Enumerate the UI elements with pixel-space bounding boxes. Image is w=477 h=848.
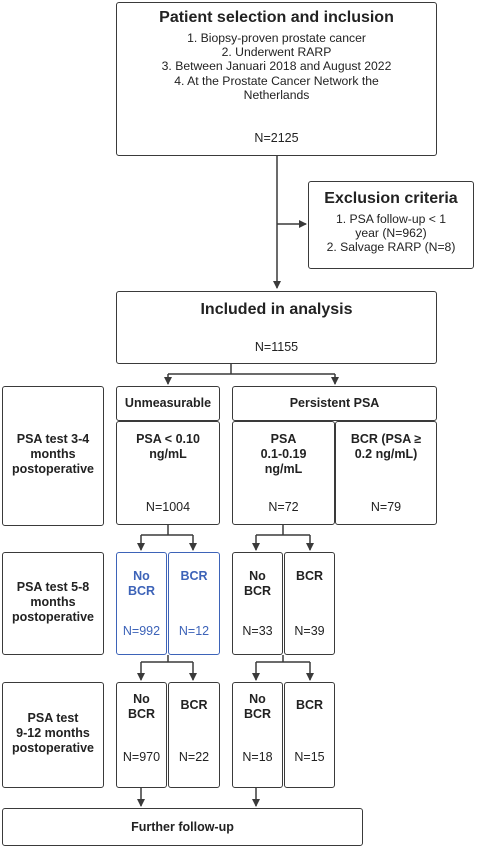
exclusion-items: 1. PSA follow-up < 1 year (N=962) 2. Sal…	[309, 212, 473, 255]
count: N=15	[294, 750, 325, 764]
exclusion-box: Exclusion criteria 1. PSA follow-up < 1 …	[308, 181, 474, 269]
patient-selection-box: Patient selection and inclusion 1. Biops…	[116, 2, 437, 156]
criterion-1: 1. Biopsy-proven prostate cancer	[187, 31, 366, 45]
no-bcr-5-8-unmeasurable: No BCR N=992	[116, 552, 167, 655]
bcr-9-12-unmeasurable: BCR N=22	[168, 682, 220, 788]
count: N=18	[242, 750, 273, 764]
no-bcr-9-12-persistent: No BCR N=18	[232, 682, 283, 788]
bcr-5-8-persistent: BCR N=39	[284, 552, 335, 655]
further-follow-up-box: Further follow-up	[2, 808, 363, 846]
count: N=79	[370, 500, 402, 514]
count: N=12	[178, 624, 210, 638]
criterion-2: 2. Underwent RARP	[221, 45, 332, 60]
row-label-5-8-months: PSA test 5-8 months postoperative	[2, 552, 104, 655]
exclusion-2: 2. Salvage RARP (N=8)	[326, 240, 456, 255]
count: N=1004	[145, 500, 191, 514]
included-box: Included in analysis N=1155	[116, 291, 437, 364]
count: N=22	[178, 750, 210, 764]
no-bcr-9-12-unmeasurable: No BCR N=970	[116, 682, 167, 788]
count: N=992	[122, 624, 161, 638]
bcr-9-12-persistent: BCR N=15	[284, 682, 335, 788]
persistent-psa-header: Persistent PSA	[232, 386, 437, 421]
count: N=33	[242, 624, 273, 638]
criterion-4: 4. At the Prostate Cancer Network the	[174, 73, 379, 88]
exclusion-1: 1. PSA follow-up < 1	[335, 212, 447, 226]
row-label-9-12-months: PSA test 9-12 months postoperative	[2, 682, 104, 788]
count: N=970	[122, 750, 161, 764]
selection-count: N=2125	[254, 131, 299, 145]
included-count: N=1155	[254, 340, 299, 354]
patient-selection-title: Patient selection and inclusion	[159, 9, 394, 26]
exclusion-title: Exclusion criteria	[324, 190, 458, 207]
unmeasurable-header: Unmeasurable	[116, 386, 220, 421]
count: N=39	[294, 624, 325, 638]
exclusion-1-cont: year (N=962)	[355, 226, 427, 241]
selection-criteria: 1. Biopsy-proven prostate cancer 2. Unde…	[117, 31, 436, 102]
psa-under-0-10-box: PSA < 0.10 ng/mL N=1004	[116, 421, 220, 525]
count: N=72	[268, 500, 299, 514]
bcr-psa-0-2-box: BCR (PSA ≥ 0.2 ng/mL) N=79	[335, 421, 437, 525]
row-label-3-4-months: PSA test 3-4 months postoperative	[2, 386, 104, 526]
psa-0-1-0-19-box: PSA 0.1-0.19 ng/mL N=72	[232, 421, 335, 525]
no-bcr-5-8-persistent: No BCR N=33	[232, 552, 283, 655]
included-title: Included in analysis	[200, 301, 353, 318]
bcr-5-8-unmeasurable: BCR N=12	[168, 552, 220, 655]
criterion-4-cont: Netherlands	[243, 87, 310, 102]
criterion-3: 3. Between Januari 2018 and August 2022	[161, 59, 392, 74]
